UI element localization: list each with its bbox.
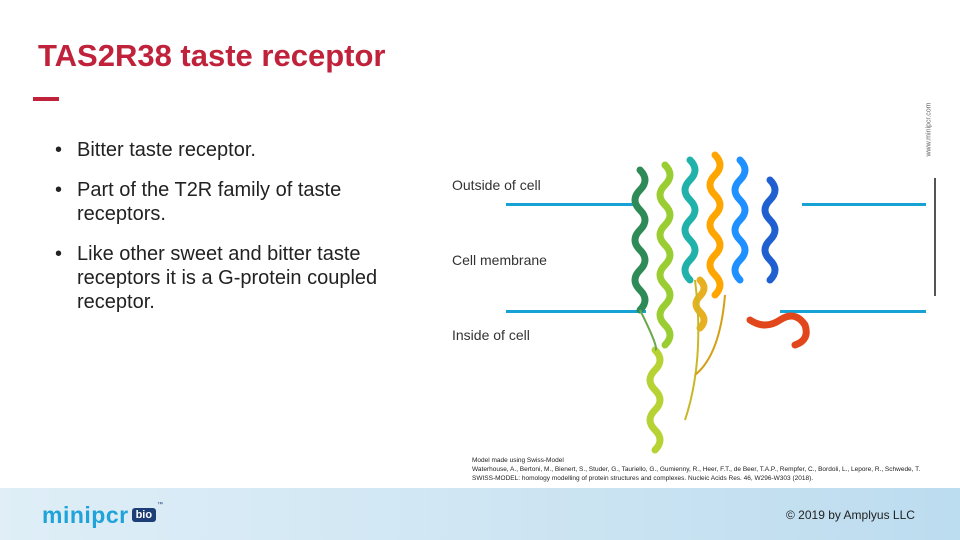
slide-title: TAS2R38 taste receptor [38,38,386,73]
bullet-item: Like other sweet and bitter taste recept… [55,242,415,314]
membrane-inner-line-right [780,310,926,313]
title-accent-bar [33,97,59,101]
logo-trademark: ™ [157,502,164,508]
logo-text: minipcr [42,501,129,528]
bullet-list: Bitter taste receptor. Part of the T2R f… [55,138,415,330]
membrane-inner-line-left [506,310,646,313]
copyright-text: © 2019 by Amplyus LLC [786,508,915,522]
citation-line: Model made using Swiss-Model [472,457,564,464]
protein-structure-image [631,151,810,454]
watermark-text: www.minipcr.com [925,102,933,157]
logo-badge: bio [131,508,157,522]
outside-cell-label: Outside of cell [452,177,541,193]
watermark: www.minipcr.com [922,98,936,168]
membrane-outer-line-left [506,203,636,206]
bullet-item: Bitter taste receptor. [55,138,415,162]
membrane-outer-line-right [802,203,926,206]
inside-cell-label: Inside of cell [452,327,530,343]
footer-bar: minipcr bio ™ © 2019 by Amplyus LLC [0,488,960,540]
citation-line: Waterhouse, A., Bertoni, M., Bienert, S.… [472,466,921,482]
bullet-item: Part of the T2R family of taste receptor… [55,178,415,226]
cell-membrane-label: Cell membrane [452,252,547,268]
minipcr-logo: minipcr bio ™ [42,502,163,528]
watermark-divider [934,178,936,296]
citation: Model made using Swiss-Model Waterhouse,… [472,456,942,483]
